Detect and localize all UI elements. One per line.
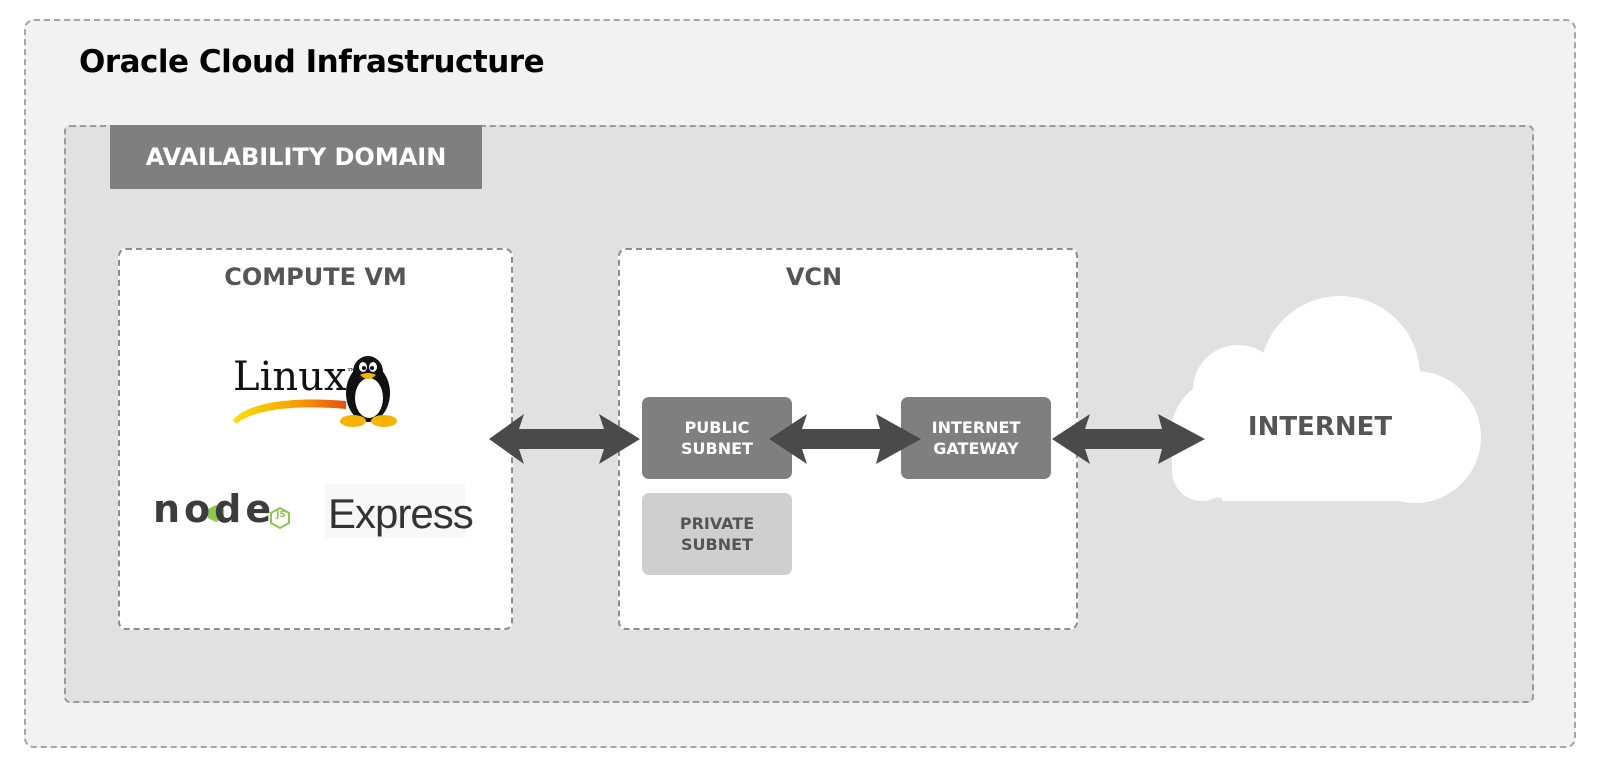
private-subnet-line2: SUBNET [681,535,753,554]
internet-gateway-line2: GATEWAY [933,439,1019,458]
public-subnet-line2: SUBNET [681,439,753,458]
availability-domain-label: AVAILABILITY DOMAIN [110,125,482,189]
express-logo-bg [325,484,465,538]
linux-logo-text: Linux™ [233,354,357,400]
nodejs-js-text: JS [276,510,286,520]
vm-to-public-subnet-arrow [489,414,640,464]
private-subnet-box: PRIVATE SUBNET [642,493,792,575]
linux-tm: ™ [346,367,357,379]
tux-penguin-icon [340,356,397,427]
public-subnet-line1: PUBLIC [684,418,750,437]
internet-label: INTERNET [1247,412,1393,442]
internet-gateway-line1: INTERNET [931,418,1021,437]
nodejs-logo-text: node [153,487,276,531]
gateway-to-internet-arrow [1052,414,1205,464]
private-subnet-line1: PRIVATE [679,514,755,533]
public-subnet-box: PUBLIC SUBNET [642,397,792,479]
compute-vm-box [118,248,513,630]
compute-vm-title: COMPUTE VM [224,263,407,291]
linux-swoosh-icon [233,399,346,424]
subnet-to-gateway-arrow [769,414,921,464]
internet-gateway-box: INTERNET GATEWAY [901,397,1051,479]
express-logo-text: Express [328,490,474,537]
internet-cloud-icon [1170,296,1481,503]
vcn-title: VCN [785,263,843,291]
nodejs-logo-icon [208,505,290,530]
diagram-title: Oracle Cloud Infrastructure [79,44,545,80]
